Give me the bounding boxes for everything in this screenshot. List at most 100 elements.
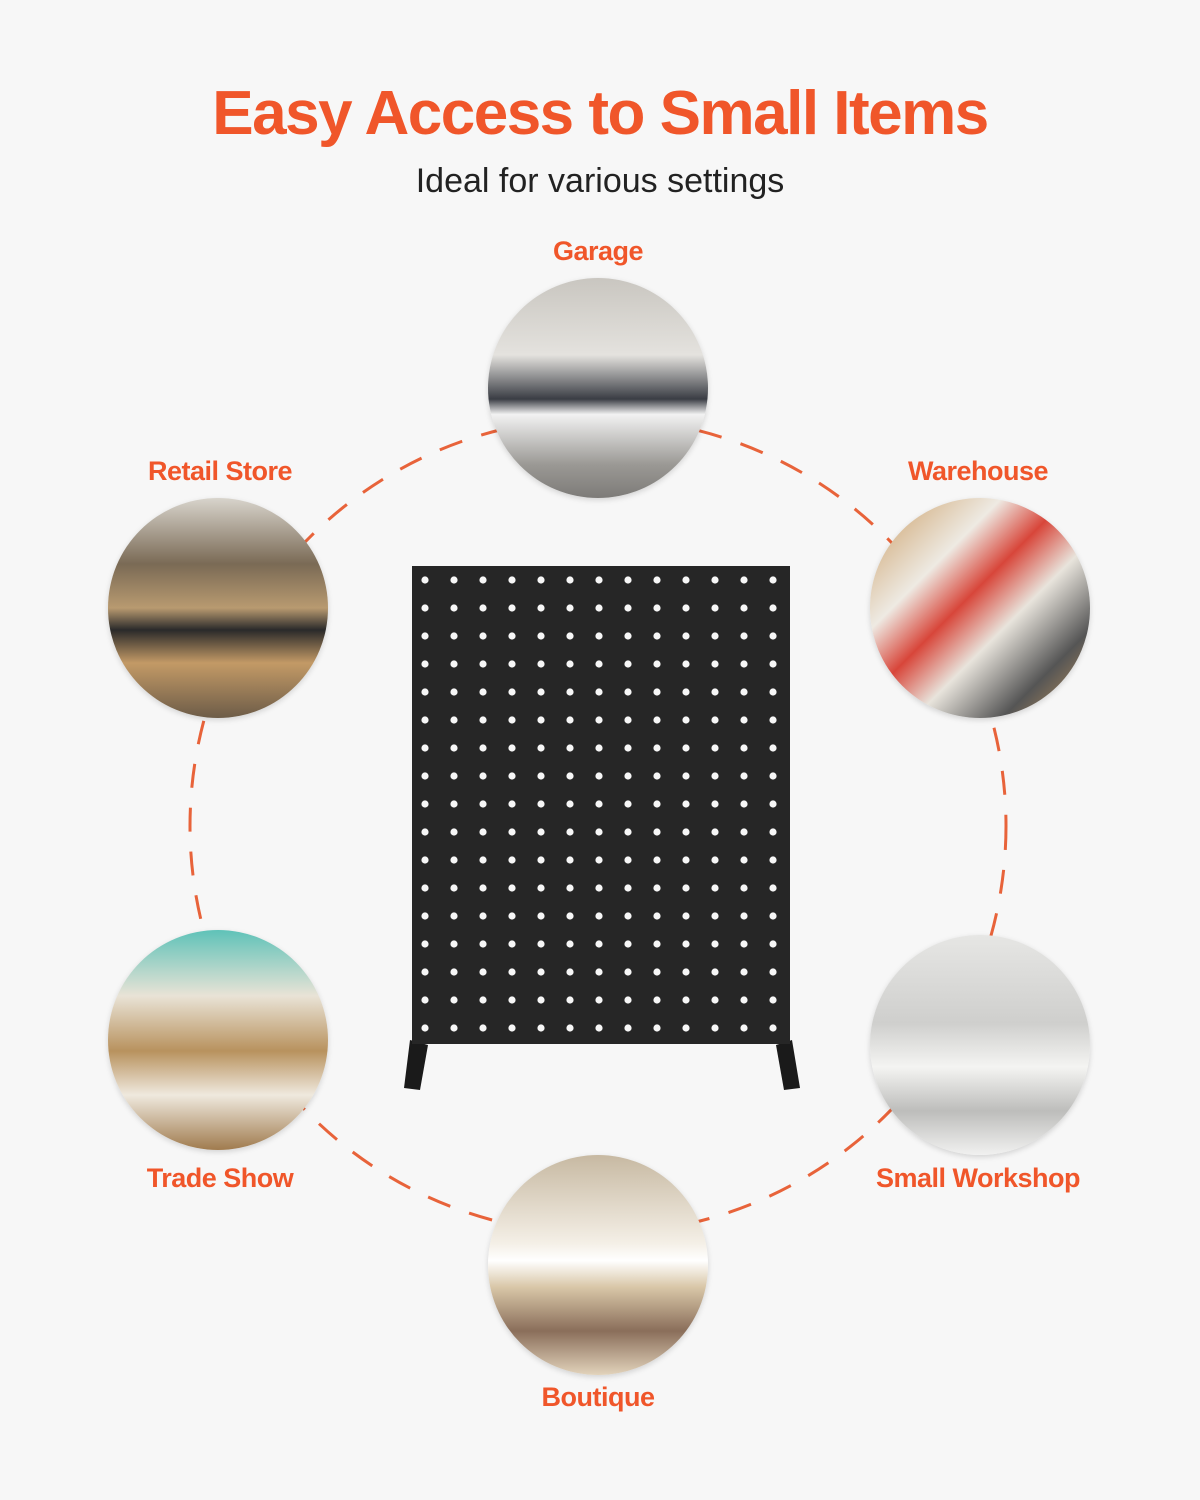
pegboard-hole — [537, 604, 545, 612]
pegboard-hole — [537, 660, 545, 668]
pegboard-hole — [711, 856, 719, 864]
pegboard-hole — [566, 940, 574, 948]
pegboard-hole — [624, 856, 632, 864]
pegboard-hole — [508, 576, 516, 584]
pegboard-hole — [537, 968, 545, 976]
pegboard-hole — [653, 884, 661, 892]
pegboard-hole — [508, 828, 516, 836]
pegboard-hole — [595, 884, 603, 892]
pegboard-hole — [653, 632, 661, 640]
pegboard-hole — [711, 660, 719, 668]
label-trade-show: Trade Show — [146, 1163, 294, 1193]
pegboard-hole — [421, 772, 429, 780]
pegboard-hole — [537, 996, 545, 1004]
pegboard-hole — [508, 716, 516, 724]
pegboard-hole — [740, 772, 748, 780]
pegboard-hole — [769, 884, 777, 892]
pegboard-hole — [566, 828, 574, 836]
pegboard-hole — [508, 996, 516, 1004]
pegboard-hole — [682, 940, 690, 948]
pegboard-hole — [624, 716, 632, 724]
pegboard-hole — [595, 828, 603, 836]
pegboard-hole — [653, 688, 661, 696]
pegboard-hole — [682, 800, 690, 808]
pegboard-hole — [450, 968, 458, 976]
pegboard-hole — [711, 688, 719, 696]
pegboard-hole — [682, 996, 690, 1004]
pegboard-hole — [421, 576, 429, 584]
pegboard-hole — [421, 940, 429, 948]
pegboard-hole — [740, 856, 748, 864]
pegboard-hole — [769, 856, 777, 864]
pegboard-hole — [624, 968, 632, 976]
pegboard-hole — [479, 632, 487, 640]
pegboard-hole — [508, 772, 516, 780]
pegboard-hole — [624, 576, 632, 584]
pegboard-hole — [769, 828, 777, 836]
pegboard-hole — [624, 772, 632, 780]
pegboard-hole — [653, 968, 661, 976]
pegboard-hole — [682, 968, 690, 976]
pegboard-hole — [711, 772, 719, 780]
pegboard-hole — [537, 716, 545, 724]
pegboard-hole — [479, 576, 487, 584]
pegboard-hole — [769, 940, 777, 948]
pegboard-hole — [740, 688, 748, 696]
pegboard-hole — [653, 996, 661, 1004]
pegboard-hole — [508, 912, 516, 920]
pegboard-hole — [421, 912, 429, 920]
pegboard-hole — [653, 716, 661, 724]
pegboard-hole — [740, 800, 748, 808]
pegboard-hole — [566, 576, 574, 584]
pegboard-hole — [653, 828, 661, 836]
pegboard-hole — [711, 576, 719, 584]
pegboard-hole — [566, 800, 574, 808]
pegboard-hole — [421, 968, 429, 976]
pegboard-hole — [566, 968, 574, 976]
pegboard-hole — [769, 744, 777, 752]
pegboard-hole — [711, 968, 719, 976]
pegboard-hole — [595, 576, 603, 584]
pegboard-hole — [450, 716, 458, 724]
pegboard-hole — [479, 968, 487, 976]
page-subtitle: Ideal for various settings — [415, 162, 785, 200]
pegboard-hole — [682, 772, 690, 780]
pegboard-hole — [653, 912, 661, 920]
pegboard-hole — [537, 576, 545, 584]
pegboard-hole — [450, 1024, 458, 1032]
pegboard-hole — [450, 604, 458, 612]
pegboard-hole — [566, 604, 574, 612]
pegboard-hole — [479, 828, 487, 836]
pegboard-hole — [595, 604, 603, 612]
pegboard-hole — [682, 660, 690, 668]
retail-store-photo — [108, 498, 328, 718]
small-workshop-photo — [870, 935, 1090, 1155]
pegboard-hole — [479, 996, 487, 1004]
pegboard-hole — [711, 884, 719, 892]
pegboard-hole — [450, 744, 458, 752]
pegboard-hole — [566, 660, 574, 668]
pegboard-hole — [595, 688, 603, 696]
pegboard-hole — [537, 772, 545, 780]
pegboard-hole — [479, 744, 487, 752]
pegboard-hole — [624, 660, 632, 668]
pegboard-hole — [421, 744, 429, 752]
page-title: Easy Access to Small Items — [212, 79, 989, 148]
pegboard-hole — [711, 940, 719, 948]
pegboard-hole — [682, 1024, 690, 1032]
pegboard-hole — [769, 632, 777, 640]
pegboard-hole — [537, 828, 545, 836]
pegboard-hole — [624, 800, 632, 808]
pegboard-hole — [508, 968, 516, 976]
pegboard-hole — [595, 716, 603, 724]
pegboard-hole — [566, 716, 574, 724]
pegboard-hole — [769, 576, 777, 584]
pegboard-hole — [479, 772, 487, 780]
pegboard-hole — [740, 716, 748, 724]
pegboard-hole — [450, 856, 458, 864]
pegboard-hole — [740, 1024, 748, 1032]
pegboard-hole — [711, 604, 719, 612]
pegboard-hole — [682, 912, 690, 920]
